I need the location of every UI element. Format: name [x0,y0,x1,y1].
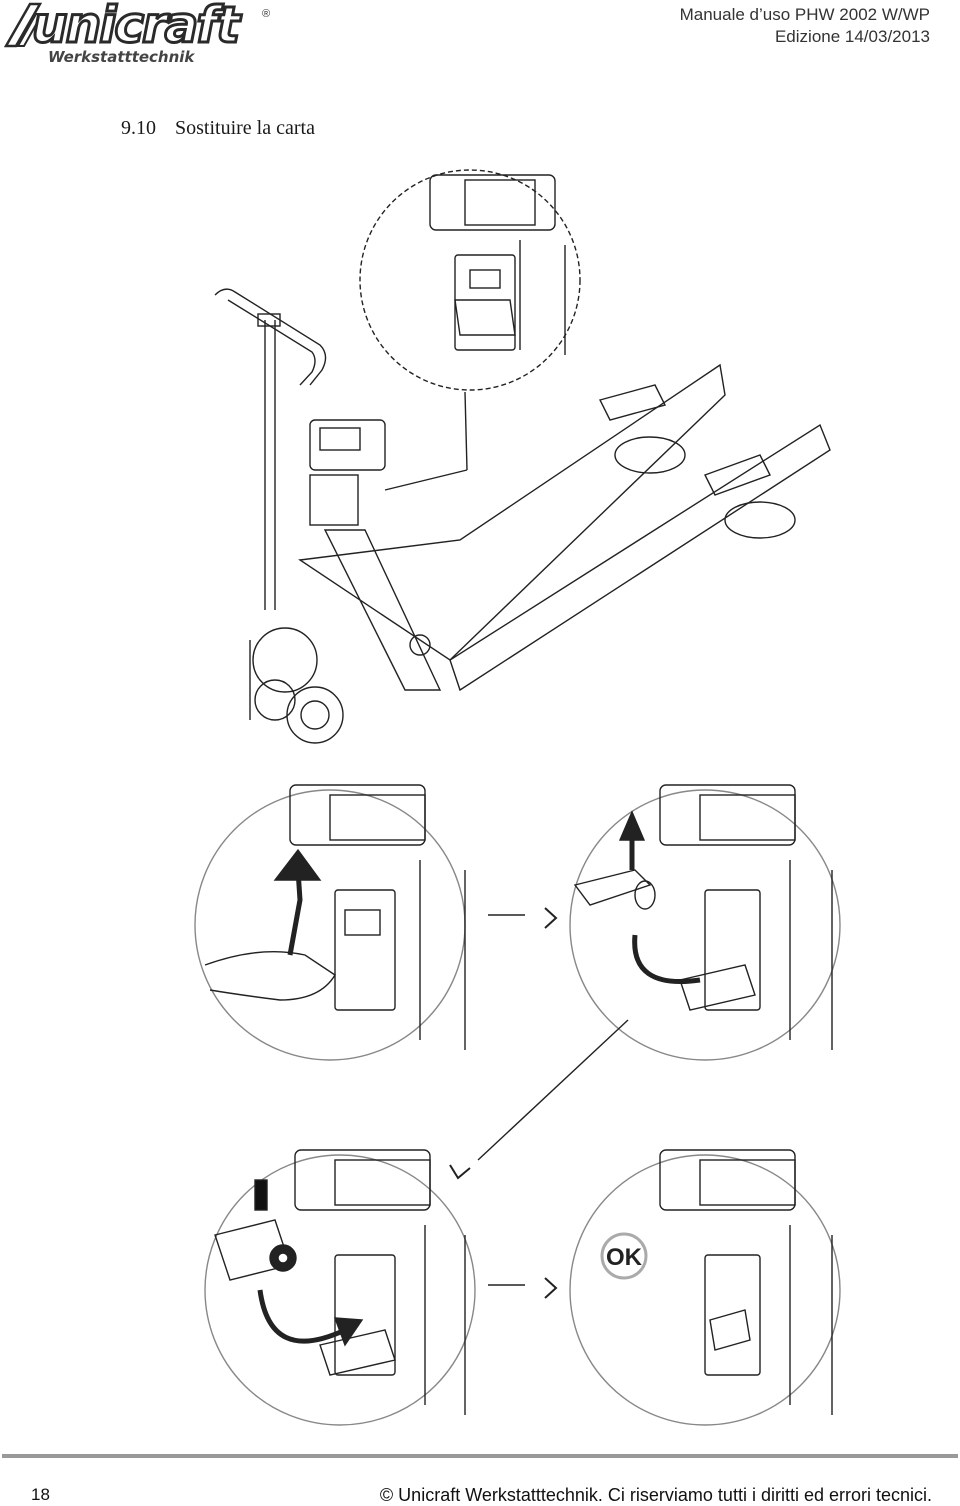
page-number: 18 [31,1485,50,1504]
edition-date: Edizione 14/03/2013 [774,27,930,46]
logo-subtitle: Werkstatttechnik [48,48,195,66]
manual-name: Manuale d’uso PHW 2002 W/WP [679,5,930,24]
section-heading: 9.10 Sostituire la carta [121,117,315,140]
footer-divider [2,1454,958,1458]
page-header: unicraft ® Werkstatttechnik Manuale d’us… [0,0,960,70]
pallet-truck-drawing [214,288,831,744]
detail-circle-top [359,169,581,491]
step-circle-insert-roll [204,1149,558,1426]
registered-mark: ® [262,8,271,20]
paper-replacement-illustration: OK [194,169,841,1426]
ok-label: OK [606,1244,643,1271]
logo-wordmark: unicraft [30,0,241,54]
unicraft-logo: unicraft ® Werkstatttechnik [4,0,279,68]
step-circle-ok [569,1149,841,1426]
section-title: Sostituire la carta [175,117,315,139]
manual-info: Manuale d’uso PHW 2002 W/WP Edizione 14/… [680,4,930,48]
step-circle-open [194,784,558,1061]
section-number: 9.10 [121,117,156,139]
copyright-notice: © Unicraft Werkstatttechnik. Ci riservia… [379,1485,932,1505]
logo-mark-icon [4,2,44,48]
step-circle-remove-roll [449,784,841,1180]
